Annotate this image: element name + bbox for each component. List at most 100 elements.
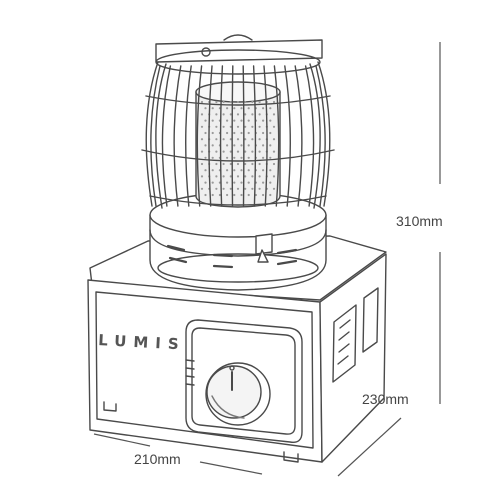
mesh-dot — [218, 193, 221, 197]
mesh-dot — [272, 162, 276, 166]
mesh-dot — [226, 156, 229, 159]
mesh-dot — [222, 100, 225, 104]
cage-bar — [315, 65, 326, 207]
mesh-dot — [258, 175, 261, 178]
mesh-dot — [247, 119, 250, 122]
mesh-dot — [251, 162, 254, 166]
mesh-dot — [226, 144, 229, 147]
mesh-dot — [222, 162, 225, 166]
mesh-dot — [211, 131, 214, 135]
mesh-dot — [262, 169, 265, 172]
mesh-dot — [251, 187, 254, 190]
mesh-dot — [229, 150, 232, 153]
mesh-dot — [215, 113, 218, 116]
mesh-dot — [211, 156, 214, 159]
mesh-dot — [229, 138, 232, 141]
mesh-dot — [233, 169, 236, 172]
mesh-dot — [262, 193, 265, 197]
cage-bar — [173, 65, 182, 207]
mesh-dot — [226, 193, 229, 197]
mesh-dot — [247, 181, 250, 184]
mesh-dot — [233, 131, 236, 135]
mesh-dot — [262, 144, 265, 147]
mesh-dot — [269, 193, 272, 197]
mesh-dot — [211, 181, 214, 184]
mesh-dot — [240, 181, 243, 184]
mesh-dot — [200, 113, 204, 116]
mesh-dot — [244, 138, 247, 141]
mesh-dot — [215, 150, 218, 153]
mesh-dot — [200, 150, 204, 153]
mesh-dot — [247, 156, 250, 159]
cage-guard — [141, 34, 335, 209]
cage-bar — [304, 65, 315, 207]
mesh-dot — [258, 113, 261, 116]
mesh-dot — [272, 125, 276, 128]
mesh-dot — [200, 175, 204, 178]
cage-bar — [208, 65, 213, 207]
cage-bar — [284, 65, 291, 207]
mesh-dot — [233, 107, 236, 110]
mesh-dot — [251, 125, 254, 128]
mesh-dot — [233, 119, 236, 122]
mesh-dot — [262, 119, 265, 122]
mesh-dot — [229, 162, 232, 166]
cage-bar — [161, 65, 172, 207]
mesh-dot — [258, 187, 261, 190]
mesh-dot — [244, 113, 247, 116]
mesh-dot — [222, 125, 225, 128]
mesh-dot — [204, 169, 207, 172]
mesh-dot — [269, 131, 272, 135]
mesh-dot — [247, 131, 250, 135]
cage-bar — [231, 65, 234, 207]
mesh-dot — [211, 119, 214, 122]
mesh-dot — [244, 175, 247, 178]
cage-bar — [185, 65, 192, 207]
burner-collar — [149, 192, 327, 291]
mesh-dot — [204, 144, 207, 147]
mesh-dot — [236, 113, 240, 116]
mesh-dot — [229, 187, 232, 190]
mesh-dot — [200, 100, 204, 104]
cage-bars — [150, 65, 326, 207]
mesh-dot — [240, 119, 243, 122]
mesh-dot — [226, 107, 229, 110]
mesh-dot — [229, 113, 232, 116]
dimension-lines — [93, 42, 441, 477]
mesh-dot — [233, 193, 236, 197]
mesh-dot — [233, 156, 236, 159]
mesh-dot — [262, 131, 265, 135]
mesh-dot — [240, 131, 243, 135]
mesh-dot — [229, 175, 232, 178]
mesh-dot — [258, 162, 261, 166]
mesh-dot — [226, 169, 229, 172]
cage-bar — [196, 65, 203, 207]
mesh-dot — [222, 150, 225, 153]
height-label: 310mm — [396, 213, 443, 229]
mesh-dot — [222, 113, 225, 116]
depth-label: 230mm — [362, 391, 409, 407]
mesh-dot — [211, 144, 214, 147]
mesh-dot — [251, 138, 254, 141]
mesh-dot — [236, 187, 240, 190]
mesh-dot — [247, 144, 250, 147]
mesh-dot — [269, 181, 272, 184]
mesh-dot — [226, 119, 229, 122]
mesh-dot — [215, 187, 218, 190]
mesh-dot — [269, 107, 272, 110]
mesh-dot — [204, 107, 207, 110]
mesh-dot — [244, 187, 247, 190]
mesh-dot — [200, 125, 204, 128]
mesh-dot — [229, 100, 232, 104]
control-knob[interactable] — [205, 362, 271, 426]
mesh-dot — [251, 150, 254, 153]
mesh-dot — [240, 193, 243, 197]
mesh-dot — [262, 107, 265, 110]
mesh-dot — [236, 138, 240, 141]
width-line-left — [93, 433, 151, 447]
cage-bar — [294, 65, 303, 207]
mesh-dot — [272, 187, 276, 190]
mesh-dot — [233, 181, 236, 184]
mesh-dot — [262, 181, 265, 184]
